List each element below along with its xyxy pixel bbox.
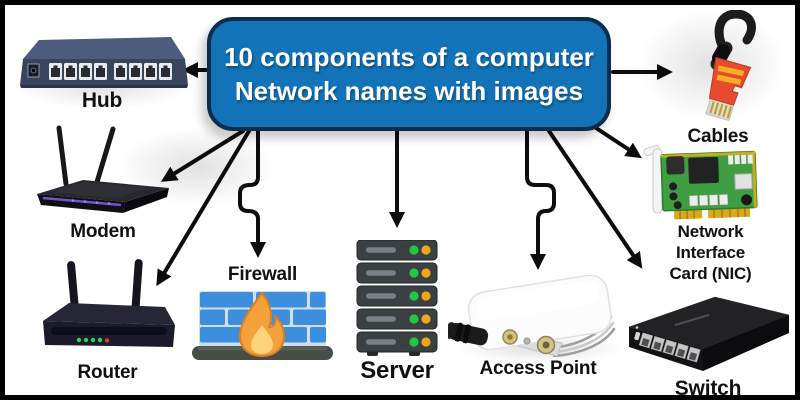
arrow-to-modem (160, 129, 245, 182)
switch-icon (628, 296, 790, 371)
title-line-1: 10 components of a computer (224, 42, 594, 72)
component-modem: Modem (33, 120, 173, 243)
hub-icon (20, 37, 188, 88)
component-firewall: Firewall (190, 263, 335, 363)
component-server: Server (353, 240, 441, 384)
arrow-to-switch (547, 129, 643, 269)
cables-icon (705, 10, 756, 121)
firewall-icon (192, 291, 333, 360)
arrow-to-nic (594, 126, 642, 159)
title-line-2: Network names with images (234, 76, 584, 106)
hub-label: Hub (81, 89, 123, 112)
access-point-icon (448, 275, 616, 357)
modem-icon (37, 125, 169, 213)
component-cables: Cables (668, 10, 768, 148)
router-icon (43, 259, 175, 347)
component-hub: Hub (13, 33, 191, 112)
server-label: Server (360, 357, 434, 384)
switch-label: Switch (674, 377, 742, 400)
router-label: Router (77, 362, 138, 383)
cables-label: Cables (687, 126, 749, 147)
component-access-point: Access Point (448, 275, 628, 380)
flame-icon (239, 292, 285, 357)
nic-icon (643, 145, 758, 220)
modem-label: Modem (70, 221, 136, 242)
component-switch: Switch (623, 291, 793, 400)
arrow-to-access-point (525, 129, 556, 270)
arrow-to-router (156, 129, 251, 287)
access-point-label: Access Point (479, 358, 597, 379)
component-router: Router (35, 257, 180, 384)
firewall-label: Firewall (227, 264, 298, 285)
title-box: 10 components of a computer Network name… (207, 17, 611, 131)
server-icon (356, 240, 438, 356)
arrow-to-firewall (238, 129, 266, 258)
